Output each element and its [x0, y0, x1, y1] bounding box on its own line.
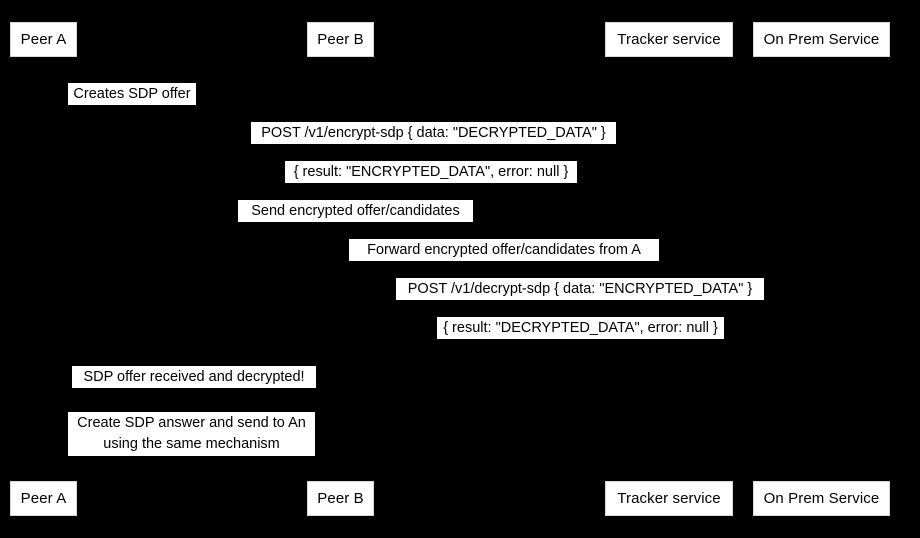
arrow-forward-encrypted-offer	[43, 263, 668, 264]
participant-header-peer-b[interactable]: Peer B	[307, 22, 374, 57]
message-label-forward-encrypted-offer: Forward encrypted offer/candidates from …	[349, 239, 659, 261]
arrow-send-encrypted-offer	[340, 224, 668, 225]
message-label-encrypt-sdp-response: { result: "ENCRYPTED_DATA", error: null …	[285, 161, 577, 183]
lifeline-on-prem-service	[821, 57, 822, 481]
message-label-creates-sdp-offer: Creates SDP offer	[68, 83, 196, 105]
lifeline-peer-b	[340, 57, 341, 481]
message-label-post-decrypt-sdp: POST /v1/decrypt-sdp { data: "ENCRYPTED_…	[396, 278, 764, 300]
participant-footer-on-prem-service[interactable]: On Prem Service	[753, 481, 890, 516]
participant-header-on-prem-service[interactable]: On Prem Service	[753, 22, 890, 57]
participant-header-tracker-service[interactable]: Tracker service	[605, 22, 733, 57]
arrow-decrypt-sdp-response	[43, 341, 821, 342]
arrow-create-sdp-answer	[43, 456, 73, 457]
participant-footer-peer-a[interactable]: Peer A	[10, 481, 77, 516]
arrow-post-decrypt-sdp	[43, 302, 821, 303]
note-label-create-sdp-answer: Create SDP answer and send to An using t…	[68, 412, 315, 456]
message-label-decrypt-sdp-response: { result: "DECRYPTED_DATA", error: null …	[437, 317, 724, 339]
arrow-creates-sdp-offer	[43, 107, 73, 108]
lifeline-peer-a	[43, 57, 44, 481]
arrow-encrypt-sdp-response	[340, 185, 821, 186]
message-label-send-encrypted-offer: Send encrypted offer/candidates	[238, 200, 473, 222]
arrow-sdp-offer-received	[43, 390, 73, 391]
participant-header-peer-a[interactable]: Peer A	[10, 22, 77, 57]
lifeline-tracker-service	[668, 57, 669, 481]
participant-footer-tracker-service[interactable]: Tracker service	[605, 481, 733, 516]
note-label-sdp-offer-received: SDP offer received and decrypted!	[72, 366, 316, 388]
participant-footer-peer-b[interactable]: Peer B	[307, 481, 374, 516]
arrow-post-encrypt-sdp	[340, 146, 821, 147]
message-label-post-encrypt-sdp: POST /v1/encrypt-sdp { data: "DECRYPTED_…	[251, 122, 616, 144]
